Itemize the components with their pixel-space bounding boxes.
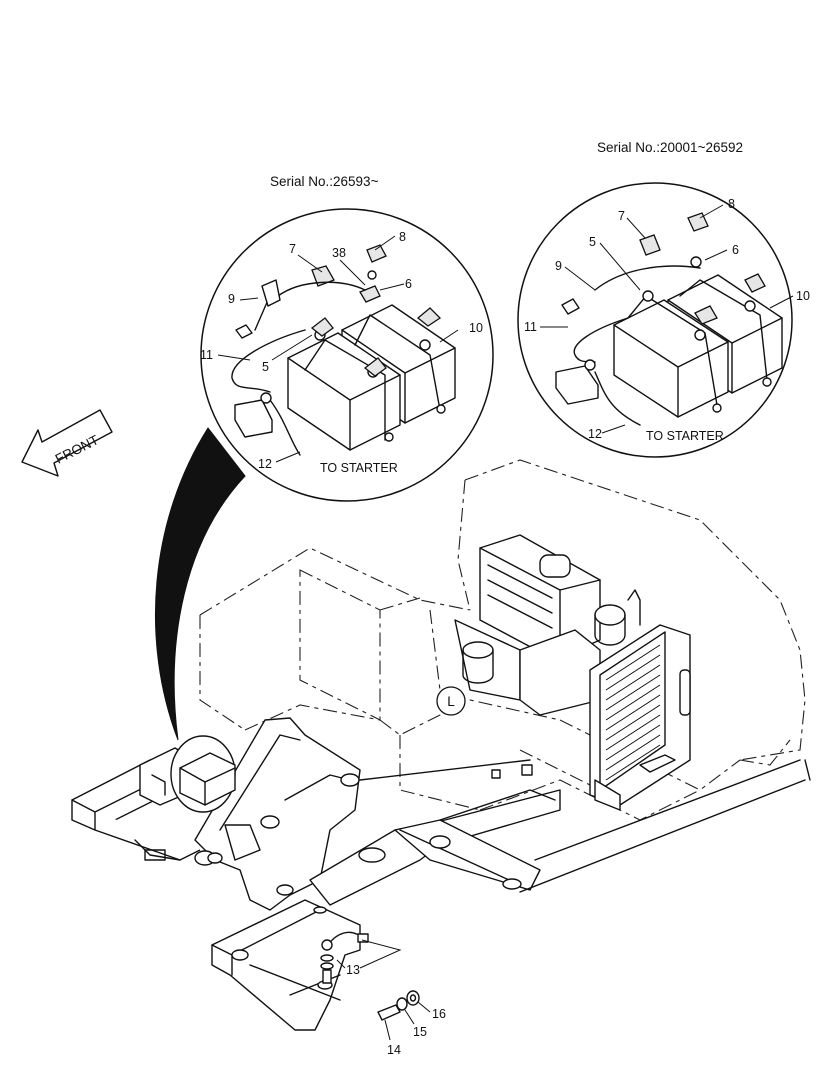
callout-10-left: 10 <box>469 321 483 335</box>
callout-16: 16 <box>432 1007 446 1021</box>
callout-8-right: 8 <box>728 197 735 211</box>
detail-view-old-serial <box>517 182 793 458</box>
callout-5-left: 5 <box>262 360 269 374</box>
callout-6-right: 6 <box>732 243 739 257</box>
detail-view-new-serial <box>200 208 494 502</box>
detail-marker-L: L <box>436 686 466 716</box>
callout-13: 13 <box>346 963 360 977</box>
callout-10-right: 10 <box>796 289 810 303</box>
callout-15: 15 <box>413 1025 427 1039</box>
leader-lines <box>217 204 794 1041</box>
radiator <box>589 624 691 811</box>
marker-L-label: L <box>447 694 455 709</box>
callout-11-left: 11 <box>200 348 213 362</box>
engine-assembly <box>454 534 641 716</box>
callout-9-left: 9 <box>228 292 235 306</box>
callout-14: 14 <box>387 1043 401 1057</box>
ground-cable-parts <box>320 931 420 1021</box>
upper-frame <box>71 717 811 1031</box>
detail-callout-tail <box>155 427 246 741</box>
callout-38-left: 38 <box>332 246 346 260</box>
callout-12-right: 12 <box>588 427 602 441</box>
callout-7-right: 7 <box>618 209 625 223</box>
callout-12-left: 12 <box>258 457 272 471</box>
callout-11-right: 11 <box>524 320 537 334</box>
callout-5-right: 5 <box>589 235 596 249</box>
front-direction-arrow <box>21 409 113 477</box>
serial-label-right: Serial No.:20001~26592 <box>597 140 743 155</box>
serial-label-left: Serial No.:26593~ <box>270 174 379 189</box>
callout-7-left: 7 <box>289 242 296 256</box>
battery-mount-frame <box>139 735 236 813</box>
callout-6-left: 6 <box>405 277 412 291</box>
to-starter-label-right: TO STARTER <box>646 429 724 443</box>
to-starter-label-left: TO STARTER <box>320 461 398 475</box>
callout-9-right: 9 <box>555 259 562 273</box>
callout-8-left: 8 <box>399 230 406 244</box>
